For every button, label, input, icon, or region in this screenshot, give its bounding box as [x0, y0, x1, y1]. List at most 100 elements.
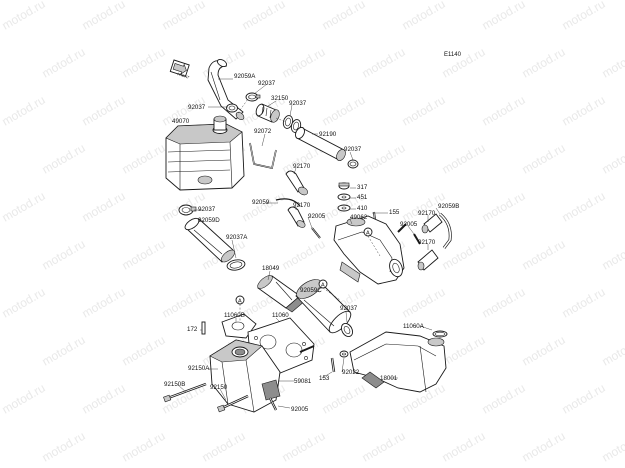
label-59081: 59081	[294, 378, 312, 385]
label-92037-f: 92037	[340, 305, 358, 312]
front-marker-text: FRONT	[177, 72, 191, 80]
watermark-text: motod.ru	[120, 45, 168, 81]
small-elbow-hose-upper	[285, 170, 308, 196]
watermark-text: motod.ru	[120, 141, 168, 177]
label-317: 317	[357, 184, 368, 191]
label-155: 155	[389, 209, 400, 216]
watermark-text: motod.ru	[0, 189, 48, 225]
watermark-text: motod.ru	[160, 285, 208, 321]
label-92170-d: 92170	[418, 239, 436, 246]
label-92037-d: 92037	[344, 146, 362, 153]
watermark-text: motod.ru	[360, 141, 408, 177]
muffler-body	[165, 115, 245, 191]
watermark-text: motod.ru	[440, 141, 488, 177]
label-92022: 92022	[342, 369, 360, 376]
label-49070: 49070	[172, 118, 190, 125]
label-18001: 18001	[380, 375, 398, 382]
watermark-text: motod.ru	[40, 141, 88, 177]
watermark-text: motod.ru	[560, 285, 608, 321]
watermark-text: motod.ru	[120, 429, 168, 465]
reference-mark-a-right-text: A	[366, 231, 370, 237]
watermark-text: motod.ru	[360, 45, 408, 81]
watermark-text: motod.ru	[120, 333, 168, 369]
exhaust-housing	[209, 339, 281, 413]
label-92072: 92072	[254, 128, 272, 135]
watermark-text: motod.ru	[120, 237, 168, 273]
watermark-text: motod.ru	[40, 45, 88, 81]
watermark-text: motod.ru	[200, 429, 248, 465]
watermark-text: motod.ru	[320, 381, 368, 417]
watermark-text: motod.ru	[0, 93, 48, 129]
watermark-text: motod.ru	[600, 237, 625, 273]
hose-clamp-upper-2	[226, 103, 238, 113]
label-92037-c: 92037	[188, 104, 206, 111]
watermark-text: motod.ru	[80, 381, 128, 417]
watermark-text: motod.ru	[400, 93, 448, 129]
diagram-code: E1140	[444, 52, 462, 58]
label-92059A: 92059A	[234, 73, 256, 80]
label-410: 410	[357, 205, 368, 212]
watermark-text: motod.ru	[280, 429, 328, 465]
watermark-text: motod.ru	[0, 0, 48, 33]
bolt-housing-side	[299, 345, 315, 353]
label-92059C: 92059C	[300, 287, 322, 294]
watermark-text: motod.ru	[80, 93, 128, 129]
reference-mark-a-lower-text: A	[238, 299, 242, 305]
label-153: 153	[319, 375, 330, 382]
label-92037A: 92037A	[226, 234, 248, 241]
watermark-text: motod.ru	[80, 0, 128, 33]
watermark-text: motod.ru	[480, 285, 528, 321]
muffler-outlet-hose	[184, 217, 235, 263]
watermark-text: motod.ru	[600, 45, 625, 81]
resonator-clamp	[340, 322, 354, 338]
watermark-text: motod.ru	[160, 0, 208, 33]
label-92037-a: 92037	[258, 80, 276, 87]
right-elbow-hose-lower	[417, 249, 439, 271]
watermark-text: motod.ru	[40, 237, 88, 273]
reference-mark-a-lower: A	[235, 295, 245, 305]
exhaust-manifold	[333, 215, 405, 285]
watermark-text: motod.ru	[280, 237, 328, 273]
bolt-153	[330, 357, 336, 373]
watermark-text: motod.ru	[520, 429, 568, 465]
housing-pin-172	[201, 321, 206, 335]
watermark-text: motod.ru	[560, 189, 608, 225]
watermark-text: motod.ru	[440, 45, 488, 81]
bolt-92005-lower	[268, 397, 278, 411]
watermark-text: motod.ru	[440, 333, 488, 369]
watermark-text: motod.ru	[480, 381, 528, 417]
label-92150: 92150	[210, 384, 228, 391]
right-bent-hose	[439, 212, 452, 249]
label-92037-b: 92037	[289, 100, 307, 107]
watermark-text: motod.ru	[520, 333, 568, 369]
label-49062: 49062	[350, 214, 368, 221]
bolt-92150B	[163, 382, 207, 403]
watermark-text: motod.ru	[80, 285, 128, 321]
watermark-text: motod.ru	[40, 429, 88, 465]
reference-mark-a-upper-text: A	[321, 283, 325, 289]
label-92059D: 92059D	[198, 217, 220, 224]
muffler-outlet-clamp	[178, 204, 197, 216]
label-92170-c: 92170	[418, 210, 436, 217]
watermark-text: motod.ru	[560, 381, 608, 417]
label-92005-c: 92005	[291, 406, 309, 413]
watermark-text: motod.ru	[480, 93, 528, 129]
straight-hose	[295, 126, 346, 161]
watermark-text: motod.ru	[520, 45, 568, 81]
watermark-text: motod.ru	[560, 0, 608, 33]
small-elbow-hose-lower	[287, 206, 306, 228]
watermark-text: motod.ru	[520, 141, 568, 177]
watermark-text: motod.ru	[520, 237, 568, 273]
watermark-text: motod.ru	[440, 429, 488, 465]
resonator-pipe	[295, 279, 352, 334]
label-92170-b: 92170	[293, 202, 311, 209]
watermark-text: motod.ru	[240, 0, 288, 33]
watermark-text: motod.ru	[320, 93, 368, 129]
watermark-text: motod.ru	[480, 0, 528, 33]
label-92170-a: 92170	[293, 163, 311, 170]
watermark-text: motod.ru	[240, 189, 288, 225]
watermark-text: motod.ru	[600, 141, 625, 177]
front-arrow-icon	[169, 59, 190, 77]
